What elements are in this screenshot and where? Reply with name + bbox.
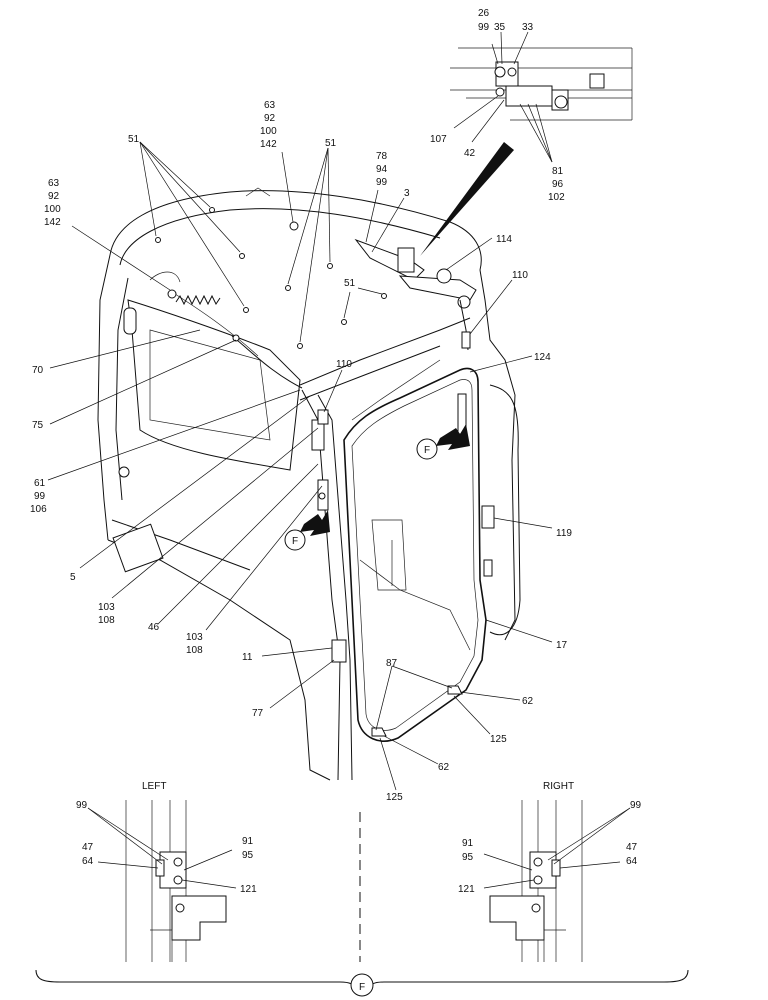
- callout-103-left: 103: [98, 602, 115, 613]
- callout-99-strut: 99: [34, 491, 46, 502]
- callout-51-left: 51: [128, 134, 140, 145]
- callout-35: 35: [494, 22, 506, 33]
- callout-70: 70: [32, 365, 44, 376]
- detail-left-title: LEFT: [142, 781, 166, 792]
- callout-17: 17: [556, 640, 568, 651]
- detail-right-callout-47: 47: [626, 842, 638, 853]
- door-frame: [311, 331, 495, 742]
- callout-51-center: 51: [325, 138, 337, 149]
- detail-pointer: [420, 142, 514, 256]
- callout-42: 42: [464, 148, 476, 159]
- callout-51-right: 51: [344, 278, 356, 289]
- callout-100-left: 100: [44, 204, 61, 215]
- detail-left-callout-121: 121: [240, 884, 257, 895]
- view-f-label-upper: F: [424, 445, 430, 456]
- detail-left-callout-95: 95: [242, 850, 254, 861]
- callout-125-upper: 125: [490, 734, 507, 745]
- callout-125-lower: 125: [386, 792, 403, 803]
- callout-75: 75: [32, 420, 44, 431]
- callout-87: 87: [386, 658, 398, 669]
- callout-63-left: 63: [48, 178, 60, 189]
- callout-labels: 26 99 35 33 107 42 81 96 102 63 92 100 1…: [30, 8, 572, 803]
- detail-left-callout-64: 64: [82, 856, 94, 867]
- callout-81: 81: [552, 166, 564, 177]
- callout-3: 3: [404, 188, 410, 199]
- detail-left: LEFT 99 47 64 91 95 121: [76, 781, 257, 962]
- callout-108-left: 108: [98, 615, 115, 626]
- cab-body: [97, 187, 521, 781]
- callout-119: 119: [556, 528, 572, 539]
- callout-102: 102: [548, 192, 565, 203]
- leader-lines: [47, 31, 553, 791]
- callout-5: 5: [70, 572, 76, 583]
- view-f-arrows: F F: [284, 424, 470, 551]
- detail-right-title: RIGHT: [543, 781, 574, 792]
- callout-99-hinge: 99: [376, 177, 388, 188]
- detail-right-callout-99: 99: [630, 800, 642, 811]
- callout-103-lower: 103: [186, 632, 203, 643]
- detail-right-callout-64: 64: [626, 856, 638, 867]
- callout-63-center: 63: [264, 100, 276, 111]
- callout-142-center: 142: [260, 139, 277, 150]
- view-f-label-brace: F: [359, 982, 365, 993]
- callout-62-upper: 62: [522, 696, 534, 707]
- view-f-brace: F: [35, 969, 689, 997]
- gas-strut-assembly: [149, 271, 303, 389]
- detail-right-callout-121: 121: [458, 884, 475, 895]
- callout-92-left: 92: [48, 191, 60, 202]
- callout-107: 107: [430, 134, 447, 145]
- callout-110-left: 110: [336, 359, 352, 370]
- callout-142-left: 142: [44, 217, 61, 228]
- callout-92-center: 92: [264, 113, 276, 124]
- callout-94: 94: [376, 164, 388, 175]
- callout-96: 96: [552, 179, 564, 190]
- detail-right-callout-95: 95: [462, 852, 474, 863]
- hinge-detail-inset: [450, 47, 633, 121]
- callout-77: 77: [252, 708, 264, 719]
- callout-106: 106: [30, 504, 47, 515]
- detail-right-callout-91: 91: [462, 838, 474, 849]
- callout-108-lower: 108: [186, 645, 203, 656]
- callout-61: 61: [34, 478, 46, 489]
- callout-46: 46: [148, 622, 160, 633]
- upper-hinge-bracket: [354, 238, 477, 351]
- callout-110-right: 110: [512, 270, 528, 281]
- callout-26: 26: [478, 8, 490, 19]
- callout-114: 114: [496, 234, 512, 245]
- callout-78: 78: [376, 151, 388, 162]
- detail-left-callout-99: 99: [76, 800, 88, 811]
- callout-62-lower: 62: [438, 762, 450, 773]
- callout-11: 11: [242, 652, 253, 663]
- callout-99-inset: 99: [478, 22, 490, 33]
- callout-33: 33: [522, 22, 534, 33]
- detail-left-callout-91: 91: [242, 836, 254, 847]
- view-f-label-lower: F: [292, 536, 298, 547]
- callout-124: 124: [534, 352, 551, 363]
- detail-left-callout-47: 47: [82, 842, 94, 853]
- callout-100-center: 100: [260, 126, 277, 137]
- detail-right: RIGHT 99 47 64 91 95 121: [458, 781, 642, 962]
